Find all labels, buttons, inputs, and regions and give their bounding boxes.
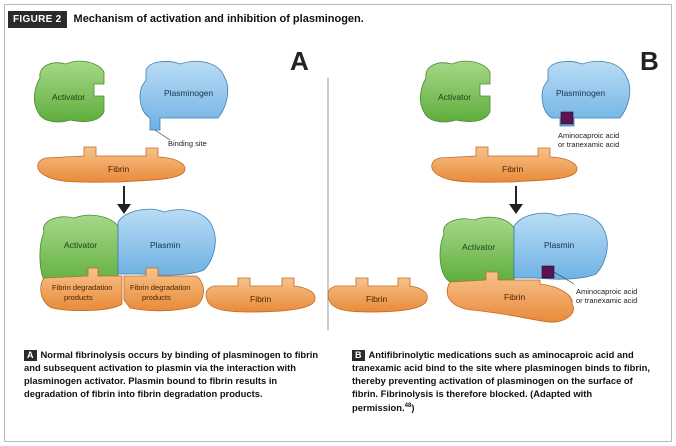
figure-title: Mechanism of activation and inhibition o… [73,13,364,25]
activator-bound-label-a: Activator [64,240,97,250]
plasminogen-shape-b [541,60,631,127]
plasminogen-shape-a [139,60,229,131]
activator-label-a: Activator [52,92,85,102]
caption-b-text: Antifibrinolytic medications such as ami… [352,349,650,414]
inhibitor2-pointer [553,271,575,285]
inhibitor-label-b2-line2: or tranexamic acid [576,296,637,305]
inhibitor-label-b1-line1: Aminocaproic acid [558,131,619,140]
fdp-label-a2-line2: products [142,293,171,302]
figure-header: FIGURE 2 Mechanism of activation and inh… [8,8,668,30]
binding-site-pointer [154,129,171,141]
activator-shape-a [34,60,105,123]
caption-b-reference: 48 [404,403,412,409]
plasmin-shape-b [513,212,608,280]
fibrin-piece-label-a: Fibrin [250,294,272,304]
fibrin-shape-b [431,146,578,183]
figure-badge: FIGURE 2 [8,10,67,28]
binding-site-label: Binding site [168,139,207,148]
caption-a-text: Normal fibrinolysis occurs by binding of… [24,349,319,399]
panel-b-letter: B [640,46,659,76]
caption-a-tag: A [24,350,37,361]
fibrin-piece-a [205,277,316,313]
activator-label-b: Activator [438,92,471,102]
fdp-shape-a2 [123,267,204,312]
fibrin-piece-middle [327,277,428,313]
plasmin-shape-a [117,208,216,276]
arrow-head-b [509,204,523,214]
fibrin-piece-label-middle: Fibrin [366,294,388,304]
activator-shape-b [420,60,491,123]
fibrin-label-b: Fibrin [502,164,524,174]
activator-bound-shape-a [39,214,119,287]
fibrin-bound-shape-b [446,271,574,323]
inhibitor-marker-b1 [560,111,574,125]
plasminogen-label-b: Plasminogen [556,88,605,98]
fdp-label-a1-line1: Fibrin degradation [52,283,112,292]
arrow-head-a [117,204,131,214]
fibrin-label-a: Fibrin [108,164,130,174]
activator-bound-label-b: Activator [462,242,495,252]
caption-b-end: ) [411,402,415,414]
fdp-label-a2-line1: Fibrin degradation [130,283,190,292]
plasmin-label-b: Plasmin [544,240,575,250]
fibrin-bound-label-b: Fibrin [504,292,526,302]
panel-a-letter: A [290,46,309,76]
plasminogen-label-a: Plasminogen [164,88,213,98]
fibrin-shape-a [37,146,186,183]
fdp-label-a1-line2: products [64,293,93,302]
plasmin-label-a: Plasmin [150,240,181,250]
fdp-shape-a1 [40,267,123,312]
activator-bound-shape-b [439,216,515,283]
inhibitor-marker-b2 [541,265,555,279]
inhibitor-label-b1-line2: or tranexamic acid [558,140,619,149]
caption-b-tag: B [352,350,365,361]
inhibitor-label-b2-line1: Aminocaproic acid [576,287,637,296]
